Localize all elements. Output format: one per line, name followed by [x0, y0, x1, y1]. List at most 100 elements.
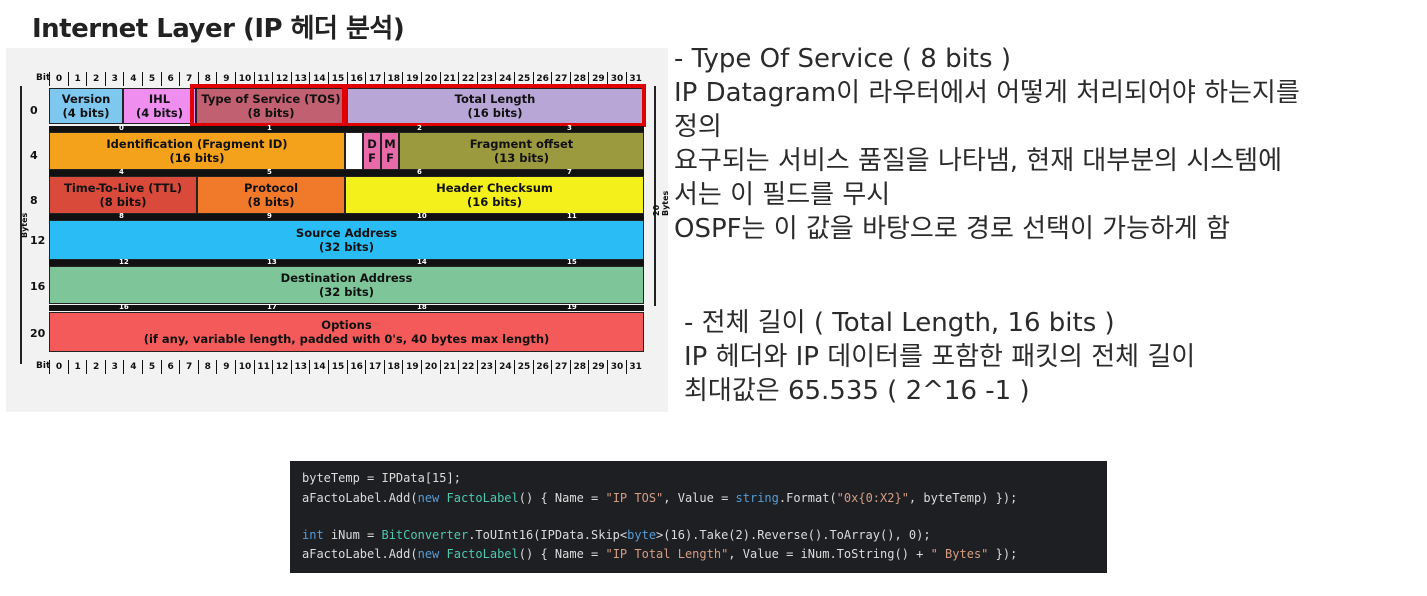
bit-number: 10 [235, 72, 254, 86]
bit-number: 23 [476, 360, 496, 374]
tos-line-1: - Type Of Service ( 8 bits ) [674, 44, 1011, 74]
bit-number: 27 [551, 360, 570, 374]
code-line-2: aFactoLabel.Add(new FactoLabel() { Name … [302, 491, 1018, 505]
tos-line-3: 정의 [674, 112, 722, 142]
bit-number: 5 [142, 72, 161, 86]
row-label-12: 12 [30, 234, 46, 247]
bit-number: 5 [142, 360, 161, 374]
bit-number: 7 [179, 360, 198, 374]
length-line-3: 최대값은 65.535 ( 2^16 -1 ) [684, 376, 1030, 406]
bit-number: 24 [495, 360, 514, 374]
bit-number: 12 [272, 360, 291, 374]
bit-number: 29 [588, 360, 607, 374]
bit-number: 28 [569, 360, 589, 374]
bit-number: 19 [402, 72, 421, 86]
bit-number: 15 [328, 360, 347, 374]
bit-number: 27 [551, 72, 570, 86]
row-label-4: 4 [30, 149, 38, 162]
bit-number: 2 [86, 72, 105, 86]
length-line-2: IP 헤더와 IP 데이터를 포함한 패킷의 전체 길이 [684, 342, 1196, 372]
field-ttl: Time-To-Live (TTL)(8 bits) [49, 176, 197, 214]
bit-number: 1 [67, 72, 87, 86]
bit-number: 7 [179, 72, 198, 86]
bit-label-bottom: Bit [36, 361, 51, 371]
field-identification: Identification (Fragment ID)(16 bits) [49, 132, 345, 170]
field-total-length: Total Length(16 bits) [346, 88, 644, 124]
tos-line-4: 요구되는 서비스 품질을 나타냄, 현재 대부분의 시스템에 [674, 146, 1283, 176]
bit-number: 20 [421, 72, 440, 86]
bit-number: 31 [625, 72, 645, 86]
bytes-label: Bytes [20, 212, 29, 238]
bit-number: 17 [365, 72, 384, 86]
bit-number: 11 [253, 72, 273, 86]
bit-number: 16 [346, 72, 366, 86]
bit-number: 20 [421, 360, 440, 374]
right-axis [654, 86, 656, 306]
bit-number: 29 [588, 72, 607, 86]
byte-strip-4: 16 17 18 19 [49, 303, 644, 311]
bit-number: 24 [495, 72, 514, 86]
bit-number: 8 [197, 360, 217, 374]
bit-number: 19 [402, 360, 421, 374]
bit-number: 9 [216, 72, 235, 86]
field-ihl: IHL(4 bits) [123, 88, 196, 124]
byte-strip-0: 0 1 2 3 [49, 124, 644, 132]
length-description: - 전체 길이 ( Total Length, 16 bits ) IP 헤더와… [684, 306, 1195, 408]
tos-line-5: 서는 이 필드를 무시 [674, 180, 891, 210]
bit-number: 21 [439, 360, 459, 374]
field-reserved [345, 132, 363, 170]
code-line-4: aFactoLabel.Add(new FactoLabel() { Name … [302, 547, 1018, 561]
field-header-checksum: Header Checksum(16 bits) [345, 176, 644, 214]
bit-number: 0 [49, 72, 68, 86]
bit-number: 26 [532, 72, 552, 86]
bit-number: 12 [272, 72, 291, 86]
bit-number: 18 [383, 360, 403, 374]
bit-number: 1 [67, 360, 87, 374]
bit-number: 18 [383, 72, 403, 86]
bit-number: 22 [458, 72, 477, 86]
field-source-address: Source Address(32 bits) [49, 220, 644, 260]
bit-number: 14 [309, 360, 328, 374]
field-destination-address: Destination Address(32 bits) [49, 266, 644, 304]
bit-number: 14 [309, 72, 328, 86]
field-protocol: Protocol(8 bits) [197, 176, 345, 214]
bit-number: 30 [607, 72, 626, 86]
tos-line-6: OSPF는 이 값을 바탕으로 경로 선택이 가능하게 함 [674, 214, 1231, 244]
highlight-tos [190, 84, 346, 127]
bit-number: 3 [104, 360, 124, 374]
bit-number: 26 [532, 360, 552, 374]
code-line-1: byteTemp = IPData[15]; [302, 471, 461, 485]
row-label-20: 20 [30, 327, 46, 340]
bit-number: 25 [514, 360, 533, 374]
byte-strip-3: 12 13 14 15 [49, 258, 644, 266]
bit-number: 6 [160, 360, 180, 374]
field-options: Options(if any, variable length, padded … [49, 312, 644, 352]
tos-line-2: IP Datagram이 라우터에서 어떻게 처리되어야 하는지를 [674, 78, 1300, 108]
highlight-total-length [344, 84, 646, 127]
page-title: Internet Layer (IP 헤더 분석) [32, 14, 405, 44]
bit-number: 4 [123, 360, 142, 374]
bit-number: 31 [625, 360, 645, 374]
bit-number: 2 [86, 360, 105, 374]
byte-strip-1: 4 5 6 7 [49, 168, 644, 176]
tos-description: - Type Of Service ( 8 bits ) IP Datagram… [674, 42, 1300, 246]
bit-number: 15 [328, 72, 347, 86]
twenty-bytes-label: 20 Bytes [652, 190, 670, 216]
field-fragment-offset: Fragment offset(13 bits) [399, 132, 644, 170]
bit-number: 13 [290, 360, 310, 374]
bit-number: 10 [235, 360, 254, 374]
bit-number: 25 [514, 72, 533, 86]
bit-number: 6 [160, 72, 180, 86]
bit-number: 30 [607, 360, 626, 374]
length-line-1: - 전체 길이 ( Total Length, 16 bits ) [684, 308, 1115, 338]
field-version: Version(4 bits) [49, 88, 123, 124]
bit-number: 3 [104, 72, 124, 86]
bit-label: Bit [36, 73, 51, 83]
bit-number: 23 [476, 72, 496, 86]
bit-number: 13 [290, 72, 310, 86]
bit-number: 17 [365, 360, 384, 374]
row-label-8: 8 [30, 194, 38, 207]
